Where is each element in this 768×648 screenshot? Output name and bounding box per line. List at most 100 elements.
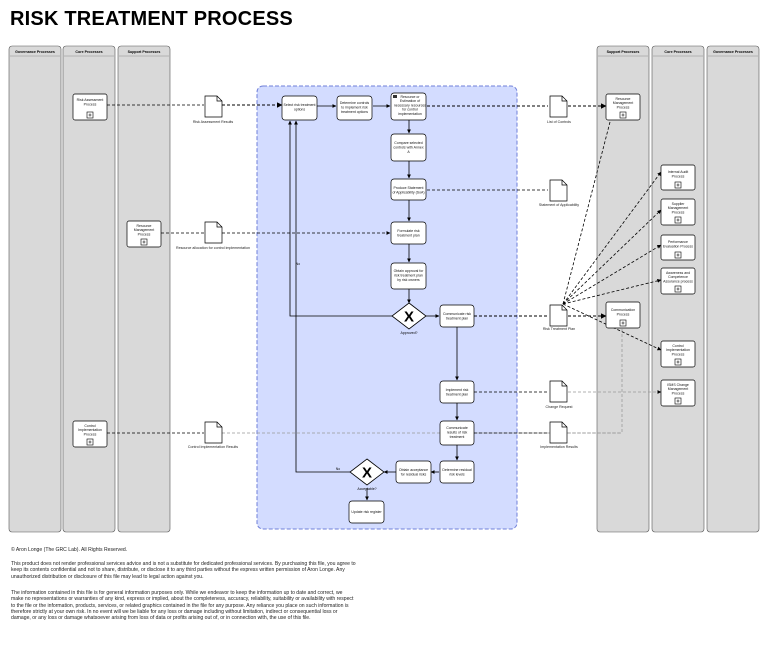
task-obtain-approval <box>390 262 427 290</box>
process-awareness-competence <box>660 267 696 295</box>
close-icon: X <box>404 309 414 326</box>
expand-icon <box>674 285 682 293</box>
lane-core-left-label: Core Processes <box>75 50 102 54</box>
expand-icon <box>619 111 627 119</box>
doc-risk-treatment-plan: Risk Treatment Plan <box>543 327 575 331</box>
task-determine-controls <box>336 95 373 121</box>
document-icon <box>549 304 568 327</box>
doc-implementation-results: Implementation Results <box>540 445 578 449</box>
lane-core-left <box>62 45 116 533</box>
task-determine-residual <box>439 460 475 484</box>
task-label: Update risk register <box>351 510 382 514</box>
process-communication <box>605 301 641 329</box>
manual-task-icon <box>393 95 397 98</box>
close-icon: X <box>362 465 372 482</box>
doc-list-of-controls: List of Controls <box>547 120 571 124</box>
task-produce-soa <box>390 178 427 201</box>
doc-change-request: Change Request <box>546 405 573 409</box>
task-communicate-results <box>439 420 475 446</box>
process-supplier-management <box>660 198 696 226</box>
document-icon <box>549 179 568 202</box>
expand-icon <box>674 397 682 405</box>
lane-support-left-label: Support Processes <box>128 50 161 54</box>
gateway-approved-label: Approved? <box>401 331 418 335</box>
task-resource-estimation <box>390 92 427 121</box>
process-control-implementation-right <box>660 340 696 368</box>
expand-icon <box>86 438 94 446</box>
expand-icon <box>674 216 682 224</box>
doc-resource-allocation: Resource allocation for control implemen… <box>176 246 250 250</box>
process-internal-audit <box>660 164 696 191</box>
copyright-notice: © Aron Longe (The GRC Lab). All Rights R… <box>11 547 128 553</box>
task-compare-controls <box>390 133 427 162</box>
document-icon <box>204 95 223 118</box>
process-isms-change-management <box>660 379 696 407</box>
gateway-acceptable-label: Acceptable? <box>357 487 376 491</box>
lane-support-right-label: Support Processes <box>607 50 640 54</box>
document-icon <box>204 221 223 244</box>
process-control-implementation-left <box>72 420 108 448</box>
doc-statement-of-applicability: Statement of Applicability <box>539 203 579 207</box>
lane-governance-right-label: Governance Processes <box>713 50 753 54</box>
process-resource-management-right <box>605 93 641 121</box>
document-icon <box>549 421 568 444</box>
disclaimer-paragraph-2: The information contained in this file i… <box>11 590 354 622</box>
process-resource-management-left <box>126 220 162 248</box>
page-title: RISK TREATMENT PROCESS <box>10 8 293 30</box>
document-icon <box>549 380 568 403</box>
task-update-register <box>348 500 385 524</box>
task-select-treatment-options <box>281 95 318 121</box>
lane-governance-right <box>706 45 760 533</box>
lane-governance-left-label: Governance Processes <box>15 50 55 54</box>
flow-label-no: No <box>336 467 340 471</box>
expand-icon <box>674 358 682 366</box>
risk-treatment-subprocess <box>256 85 518 530</box>
task-obtain-acceptance <box>395 460 432 484</box>
document-icon <box>204 421 223 444</box>
lane-support-left <box>117 45 171 533</box>
doc-risk-assessment-results: Risk Assessment Results <box>193 120 234 124</box>
expand-icon <box>86 111 94 119</box>
expand-icon <box>619 319 627 327</box>
expand-icon <box>140 238 148 246</box>
process-performance-evaluation <box>660 234 696 261</box>
lane-governance-left <box>8 45 62 533</box>
task-communicate-plan <box>439 304 475 328</box>
lane-core-right-label: Core Processes <box>664 50 691 54</box>
doc-control-implementation-results: Control Implementation Results <box>188 445 238 449</box>
flow-label-no: No <box>296 262 300 266</box>
task-formulate-plan <box>390 221 427 245</box>
task-implement-plan <box>439 380 475 404</box>
document-icon <box>549 95 568 118</box>
expand-icon <box>674 251 682 259</box>
disclaimer-paragraph-1: This product does not render professiona… <box>11 561 356 580</box>
process-risk-assessment <box>72 93 108 121</box>
gateway-acceptable: X <box>349 458 385 486</box>
expand-icon <box>674 181 682 189</box>
gateway-approved: X <box>391 302 427 330</box>
